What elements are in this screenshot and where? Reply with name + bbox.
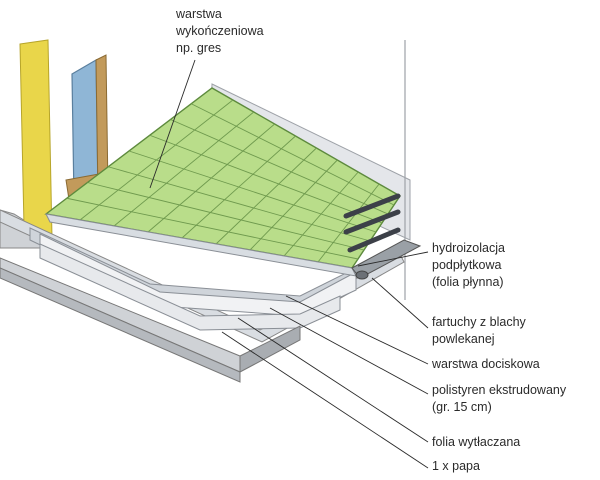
leader-finish-layer bbox=[149, 59, 196, 189]
grout-line bbox=[249, 159, 338, 251]
label-line: 1 x papa bbox=[432, 459, 480, 473]
grout-line bbox=[147, 123, 275, 233]
railing-bar bbox=[343, 193, 401, 219]
tile-grout-grid bbox=[66, 99, 395, 263]
label-screed: warstwa dociskowa bbox=[432, 356, 540, 373]
label-dimpled-membrane: folia wytłaczana bbox=[432, 434, 520, 451]
label-line: podpłytkowa bbox=[432, 258, 502, 272]
grout-line bbox=[113, 111, 255, 227]
label-line: np. gres bbox=[176, 41, 222, 55]
railing-bar bbox=[347, 227, 401, 253]
label-insulation: polistyren ekstrudowany (gr. 15 cm) bbox=[432, 382, 566, 416]
yellow-wall-post bbox=[19, 39, 53, 239]
label-line: warstwa bbox=[176, 7, 222, 21]
leader-flashing bbox=[371, 277, 429, 329]
grout-line bbox=[79, 99, 234, 221]
railing-bar bbox=[343, 209, 401, 235]
label-waterproofing: hydroizolacja podpłytkowa (folia płynna) bbox=[432, 240, 505, 291]
label-line: folia wytłaczana bbox=[432, 435, 521, 449]
grout-line bbox=[317, 183, 380, 263]
label-line: (folia płynna) bbox=[432, 275, 504, 289]
label-line: warstwa dociskowa bbox=[432, 357, 540, 371]
label-line: fartuchy z blachy bbox=[432, 315, 526, 329]
leader-insulation bbox=[269, 307, 429, 395]
grout-line bbox=[66, 197, 359, 260]
label-line: polistyren ekstrudowany bbox=[432, 383, 567, 397]
grout-line bbox=[283, 171, 359, 257]
grout-line bbox=[149, 134, 383, 224]
drip-edge-bead bbox=[355, 270, 369, 280]
grout-line bbox=[170, 119, 389, 215]
grout-line bbox=[215, 147, 317, 245]
label-line: powlekanej bbox=[432, 332, 495, 346]
grout-line bbox=[87, 182, 365, 251]
railing-bars bbox=[343, 193, 401, 253]
grout-line bbox=[108, 166, 371, 242]
leader-lines bbox=[149, 59, 429, 469]
concrete-slab-edge bbox=[0, 267, 241, 383]
leader-waterproofing bbox=[357, 251, 429, 267]
leader-screed bbox=[285, 295, 429, 365]
label-finish-layer: warstwa wykończeniowa np. gres bbox=[176, 6, 264, 57]
label-tar-paper: 1 x papa bbox=[432, 458, 480, 475]
grout-line bbox=[191, 103, 395, 206]
label-line: hydroizolacja bbox=[432, 241, 505, 255]
label-line: wykończeniowa bbox=[176, 24, 264, 38]
leader-dimpled-membrane bbox=[237, 317, 429, 443]
concrete-slab-side bbox=[239, 325, 301, 373]
grout-line bbox=[181, 135, 296, 239]
label-line: (gr. 15 cm) bbox=[432, 400, 492, 414]
label-flashing: fartuchy z blachy powlekanej bbox=[432, 314, 526, 348]
leader-tar-paper bbox=[221, 331, 429, 469]
screed-layer bbox=[39, 243, 341, 331]
grout-line bbox=[128, 150, 377, 233]
